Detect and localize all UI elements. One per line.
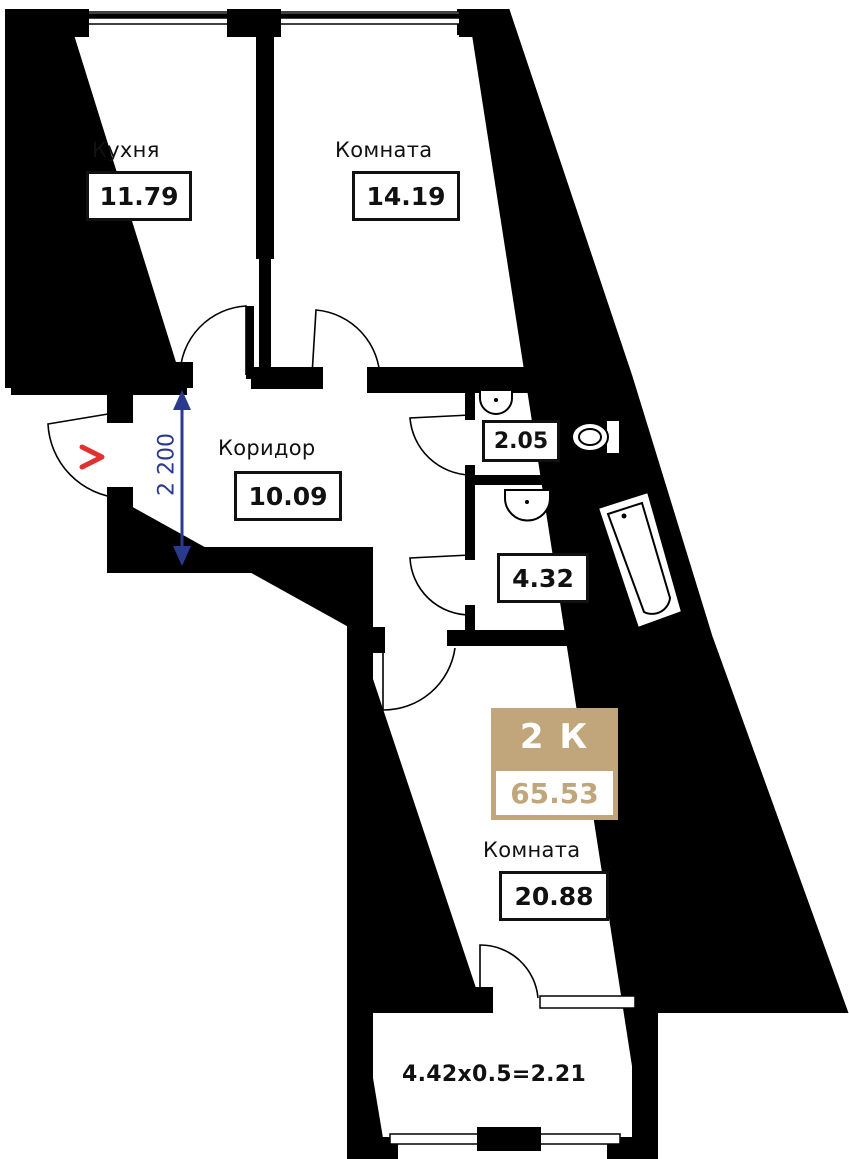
sanitary-fixtures (479, 389, 684, 630)
ceiling-height-label: 2 200 (154, 433, 180, 496)
doors (47, 305, 539, 999)
room1-area: 14.19 (352, 171, 460, 221)
corridor-label: Коридор (218, 436, 316, 460)
balcony-area: 4.42x0.5=2.21 (402, 1062, 587, 1087)
bathroom-sink-icon (504, 489, 551, 522)
wc-sink-icon (479, 389, 513, 415)
room1-label: Комната (335, 138, 433, 162)
kitchen-label: Кухня (92, 138, 160, 162)
bathroom-area: 4.32 (497, 553, 589, 603)
apartment-type-badge: 2 К (491, 708, 618, 766)
bathtub-icon (596, 490, 684, 630)
windows (61, 9, 636, 1151)
room2-area: 20.88 (499, 871, 609, 921)
interior-walls (20, 13, 708, 646)
toilet-icon (571, 419, 621, 455)
kitchen-area: 11.79 (86, 171, 192, 221)
entrance-arrow-icon (79, 444, 105, 470)
wc-area: 2.05 (482, 420, 560, 462)
room2-label: Комната (483, 838, 581, 862)
ceiling-dimension-line (173, 390, 191, 566)
apartment-total-area: 65.53 (491, 766, 618, 820)
corridor-area: 10.09 (234, 471, 342, 521)
